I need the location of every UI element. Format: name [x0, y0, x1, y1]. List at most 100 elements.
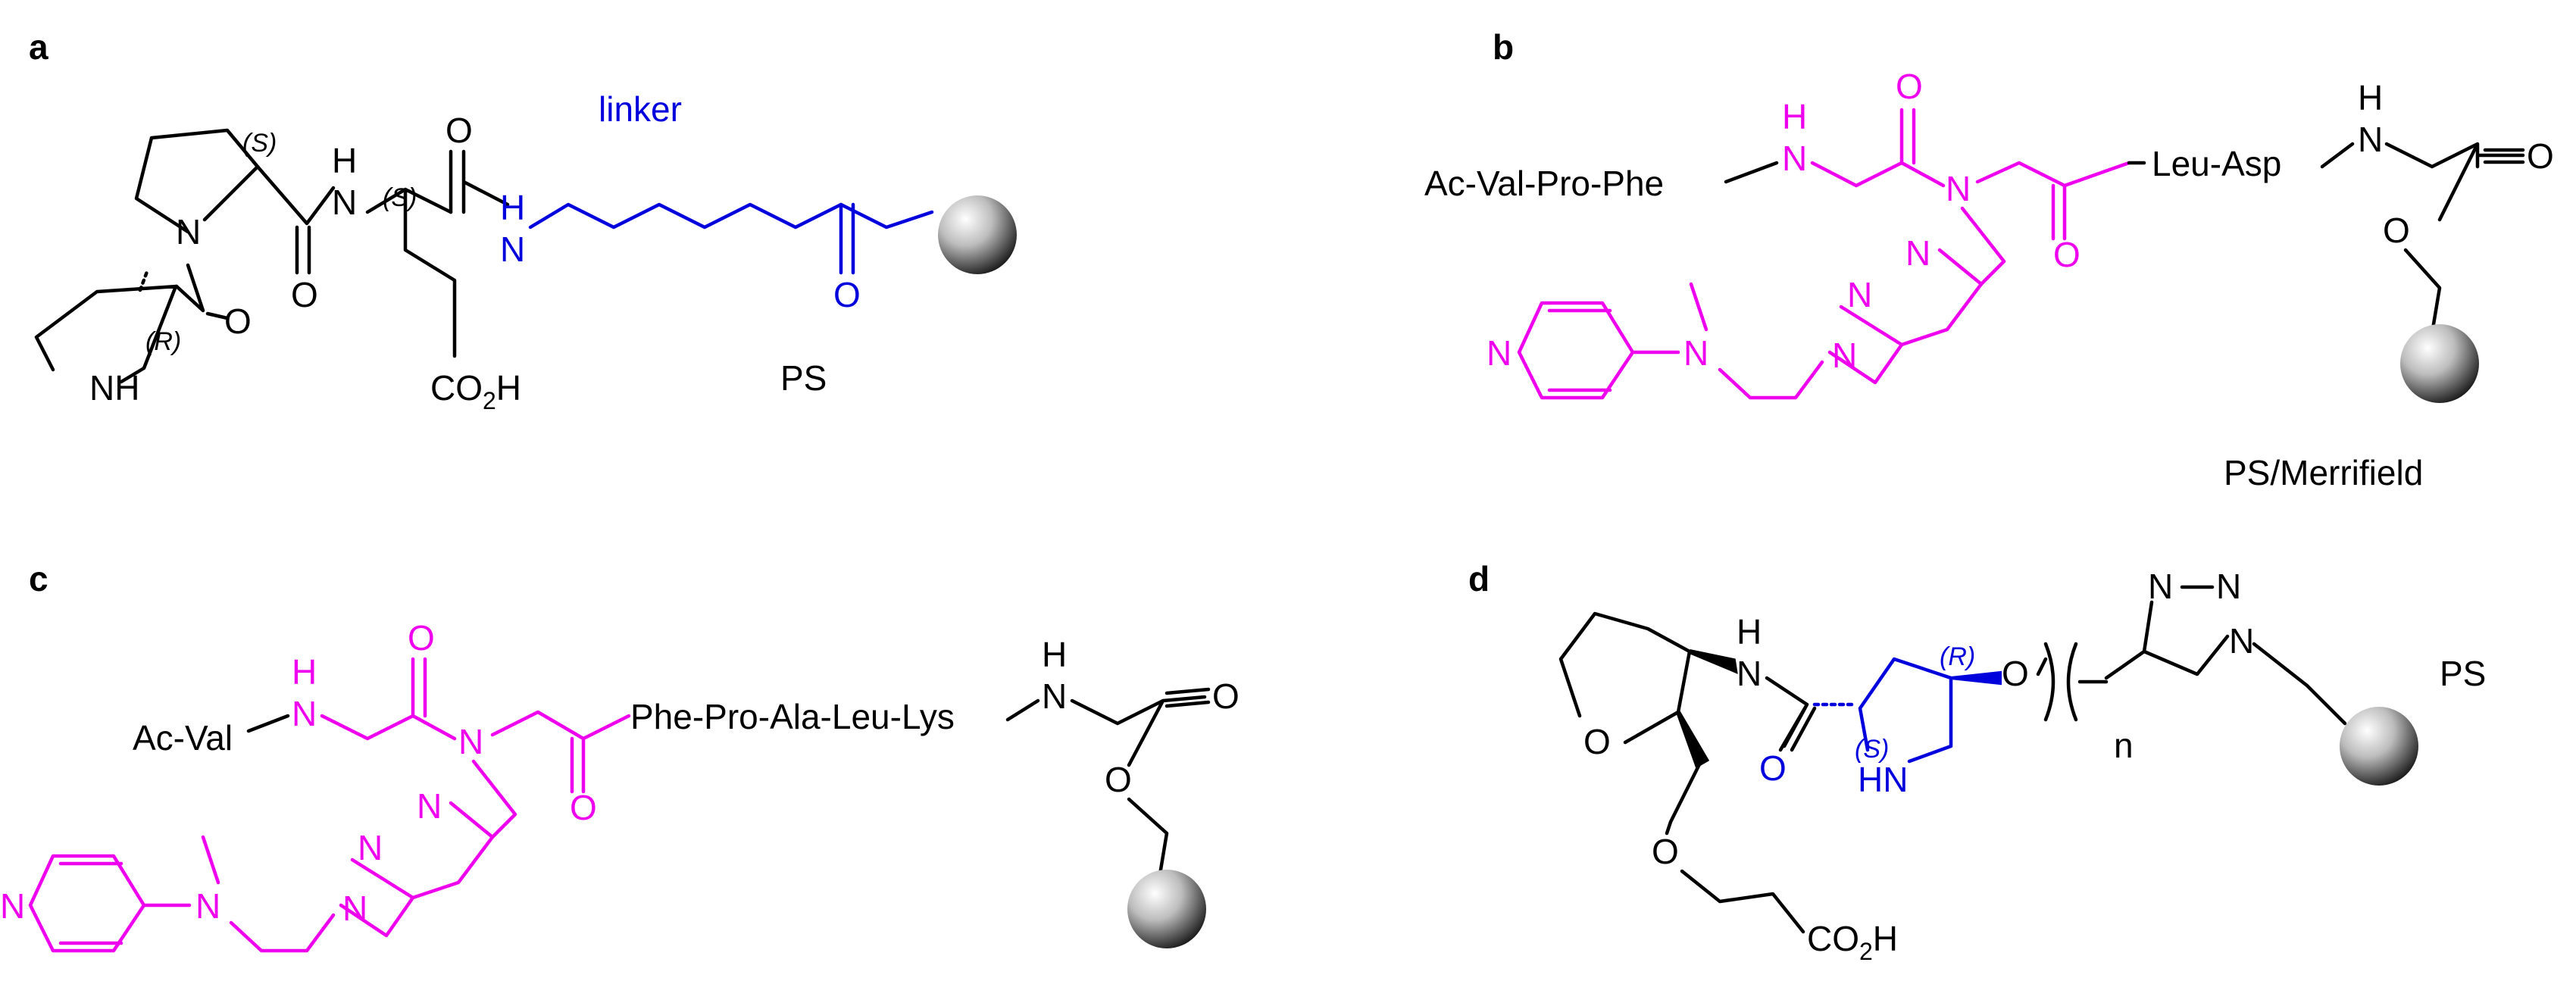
panel-b-n-pyr: N: [1487, 333, 1512, 373]
panel-d-repeat: n: [2114, 726, 2134, 765]
panel-d-o-link: O: [2002, 654, 2029, 693]
panel-c-resin-bead: [1127, 870, 1206, 948]
panel-a-glu-carbonyl: [449, 149, 510, 214]
panel-b-letter: b: [1493, 27, 1514, 67]
panel-c-ethyl: [229, 913, 336, 953]
panel-a-o-linker: O: [833, 275, 861, 314]
panel-b-support-label: PS/Merrifield: [2224, 453, 2423, 492]
panel-b-resin-bead: [2400, 324, 2479, 403]
panel-d-repeat-bracket: [2036, 642, 2109, 722]
panel-d-n-amide: N: [1737, 654, 1762, 693]
panel-b-h3: H: [2358, 78, 2383, 117]
panel-c-ester-carbonyl: [1165, 687, 1211, 708]
panel-a-stereo-r: (R): [145, 327, 181, 356]
panel-c-pyridine: [28, 854, 192, 953]
panel-c-letter: c: [29, 559, 48, 598]
panel-d-stereo-s: (S): [1855, 735, 1889, 764]
panel-b-peptoid-backbone: [1810, 108, 1946, 188]
panel-d-triazole: [2104, 600, 2230, 680]
panel-d-stereo-r: (R): [1940, 642, 1975, 671]
panel-d: d O N H O CO2H O HN (S) (R) O n N N N PS: [1468, 559, 2486, 965]
panel-c-o4: O: [1105, 760, 1132, 799]
panel-a-amide-1: [255, 164, 336, 275]
panel-a-o1: O: [224, 301, 252, 341]
panel-a-resin-bead: [938, 195, 1017, 274]
panel-c-benzyl: [1127, 797, 1169, 881]
panel-a-nh-prolineR: NH: [89, 368, 139, 408]
panel-c-n-pyr: N: [0, 886, 25, 926]
panel-b-o1: O: [1896, 67, 1923, 106]
panel-b-benzyl: [2403, 248, 2442, 336]
panel-b-cterm: Leu-Asp: [2152, 144, 2281, 183]
panel-b-tz-n3: N: [1832, 336, 1857, 375]
panel-a-prolineS-ring: [134, 128, 260, 234]
panel-d-tz-n2: N: [2216, 567, 2241, 606]
panel-a-h-amide: H: [332, 141, 357, 180]
panel-d-acid: CO2H: [1807, 919, 1898, 965]
panel-d-wedge-2: [1676, 711, 1710, 769]
panel-b-bond-nterm: [1724, 161, 1779, 184]
panel-c-n1: N: [292, 694, 317, 733]
panel-d-tz-n3: N: [2229, 621, 2254, 661]
panel-c-o1: O: [408, 618, 435, 658]
panel-c-tz-n3: N: [342, 889, 367, 928]
panel-c-tz-n2: N: [358, 828, 383, 867]
panel-d-wedge-3: [1950, 670, 2002, 686]
panel-d-resin-bead: [2340, 707, 2418, 786]
panel-d-h-amide: H: [1737, 612, 1762, 651]
panel-d-support-label: PS: [2440, 654, 2486, 693]
panel-c-peptoid-carbonyl: [490, 710, 631, 794]
panel-a-prolineR-ring: [34, 284, 179, 384]
panel-b-bond-gly: [2320, 142, 2355, 169]
panel-d-tz-n1: N: [2148, 567, 2173, 606]
panel-c-tz-n1: N: [417, 786, 442, 826]
panel-b-o3: O: [2527, 136, 2554, 176]
panel-a-linker-carbonyl: [839, 202, 855, 275]
panel-b-ester-carbonyl: [2483, 148, 2525, 164]
panel-b-triazole: [1827, 248, 1984, 385]
panel-a-linker-label: linker: [599, 89, 682, 129]
panel-a-support-label: PS: [780, 358, 827, 398]
panel-d-letter: d: [1468, 559, 1490, 598]
panel-d-benzyl: [2252, 642, 2347, 726]
panel-b-pyridine: [1517, 301, 1680, 400]
panel-b: b Ac-Val-Pro-Phe N H O N O Leu-Asp N H O…: [1424, 27, 2554, 492]
panel-a-wedge-hash: [138, 267, 150, 292]
panel-a-stereo-s1: (S): [242, 129, 277, 158]
panel-a-stereo-s2: (S): [383, 183, 417, 212]
panel-c-cterm: Phe-Pro-Ala-Leu-Lys: [630, 697, 955, 736]
panel-c-h1: H: [292, 652, 317, 692]
panel-d-o-amide: O: [1759, 748, 1787, 788]
panel-c-n-dmap: N: [195, 886, 220, 926]
panel-b-o4: O: [2383, 211, 2410, 250]
panel-b-n3: N: [2358, 120, 2383, 159]
panel-b-tz-n1: N: [1905, 233, 1930, 273]
panel-b-side-chain: [1960, 206, 2006, 286]
panel-b-methyl: [1689, 282, 1708, 332]
panel-b-n-dmap: N: [1683, 333, 1708, 373]
panel-c-n3: N: [1042, 676, 1067, 716]
panel-b-nterm: Ac-Val-Pro-Phe: [1424, 164, 1664, 203]
panel-c-h3: H: [1042, 635, 1067, 674]
panel-c-o3: O: [1212, 676, 1240, 716]
panel-a-o3: O: [445, 111, 473, 150]
panel-b-h1: H: [1782, 97, 1807, 136]
panel-a-acid: CO2H: [430, 368, 521, 414]
panel-b-ethyl: [1718, 360, 1824, 400]
panel-a-carbonyl-1: [174, 263, 230, 320]
panel-b-n1: N: [1782, 139, 1807, 178]
panel-a-n-prolineS: N: [176, 212, 201, 251]
panel-a-n-linker: N: [500, 230, 525, 269]
panel-c-nterm: Ac-Val: [133, 718, 233, 758]
panel-c-bond-nterm: [246, 714, 290, 733]
panel-c-triazole: [339, 801, 495, 938]
panel-d-o-ring: O: [1583, 722, 1611, 761]
panel-d-ch2: [1665, 759, 1703, 836]
panel-a-h-linker: H: [500, 188, 525, 227]
panel-a-letter: a: [29, 27, 48, 67]
panel-b-n2: N: [1946, 169, 1971, 208]
panel-b-o2: O: [2053, 235, 2080, 274]
panel-c-side-chain: [471, 759, 517, 839]
panel-a-o2: O: [291, 275, 318, 314]
